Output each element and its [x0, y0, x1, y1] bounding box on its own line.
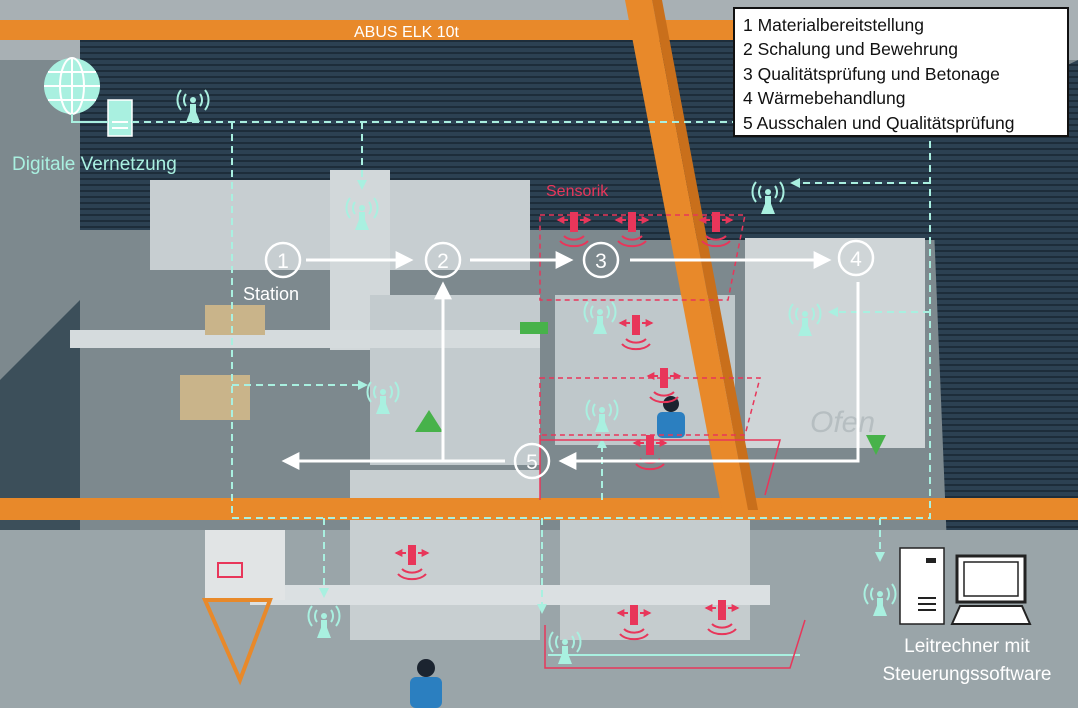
- worker-1: [410, 659, 442, 708]
- server-icon: [107, 99, 133, 137]
- pallet-1: [180, 375, 250, 420]
- station-1: 1: [264, 241, 302, 279]
- legend-item: 5 Ausschalen und Qualitätsprüfung: [743, 112, 1015, 133]
- station-label: Station: [243, 284, 299, 304]
- network-label: Digitale Vernetzung: [12, 154, 177, 175]
- computer-label: Leitrechner mit Steuerungssoftware: [860, 633, 1074, 689]
- legend-item: 2 Schalung und Bewehrung: [743, 39, 959, 60]
- crane-rail-bottom: [0, 498, 1078, 520]
- sensor-label: Sensorik: [546, 183, 609, 200]
- station-3: 3: [582, 241, 620, 279]
- computer-icon: [899, 547, 1032, 625]
- crane-bridge: [625, 0, 748, 510]
- green-arrow-3: [866, 435, 886, 455]
- pallet-2: [205, 305, 265, 335]
- cart-stand: [201, 598, 273, 686]
- station-5: 5: [513, 442, 551, 480]
- front-rail: [250, 585, 770, 605]
- crane-rail-top: [0, 20, 740, 40]
- globe-link: [71, 114, 108, 123]
- mid-rail: [70, 330, 540, 348]
- legend-item: 4 Wärmebehandlung: [743, 88, 906, 109]
- crane-bridge-shadow: [652, 0, 758, 510]
- legend-item: 3 Qualitätsprüfung und Betonage: [743, 63, 1000, 84]
- green-arrow-2: [415, 410, 443, 432]
- crane-label: ABUS ELK 10t: [354, 24, 460, 41]
- computer-label-line-2: Steuerungssoftware: [882, 664, 1052, 685]
- station-number: 2: [437, 250, 449, 273]
- globe-icon: [44, 57, 100, 115]
- oven-block: [745, 238, 925, 448]
- oven-text: Ofen: [810, 406, 875, 439]
- station-2: 2: [424, 241, 462, 279]
- station-number: 3: [595, 250, 607, 273]
- process-flow: [281, 251, 860, 470]
- station-number: 4: [850, 248, 862, 271]
- green-arrow-1: [520, 322, 548, 334]
- legend-item: 1 Materialbereitstellung: [743, 15, 924, 35]
- table-5: [350, 470, 540, 640]
- station-4: 4: [837, 239, 875, 277]
- network-lines: [231, 122, 931, 614]
- station-number: 5: [526, 451, 538, 474]
- table-2: [370, 295, 540, 465]
- legend: 1 Materialbereitstellung 2 Schalung und …: [733, 7, 1069, 137]
- station-number: 1: [277, 250, 289, 273]
- sensor-icon: [217, 562, 243, 578]
- table-6: [560, 520, 750, 640]
- computer-label-line-1: Leitrechner mit: [904, 636, 1030, 657]
